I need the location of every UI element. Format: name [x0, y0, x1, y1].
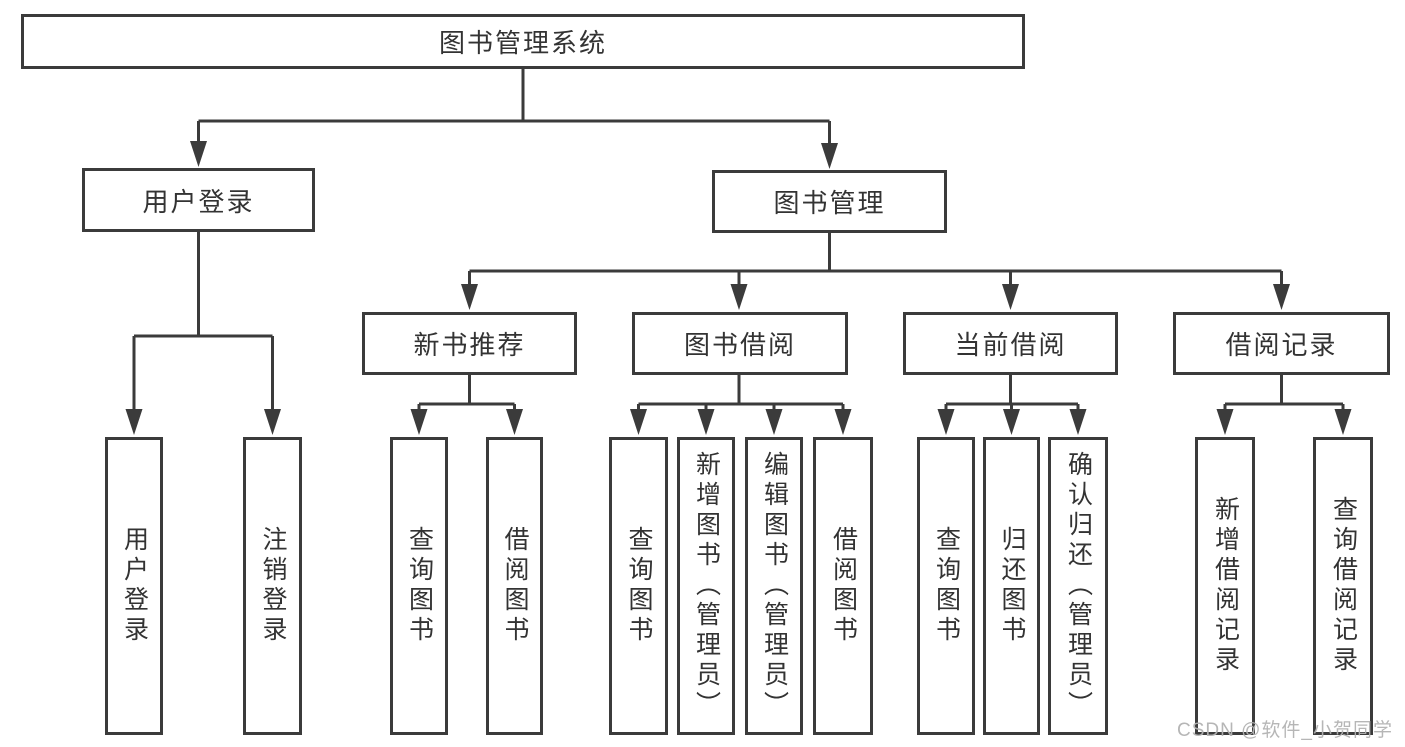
- node-current-borrowing: 当前借阅: [903, 312, 1118, 375]
- leaf-records-query-borrow-record: 查询借阅记录: [1313, 437, 1373, 735]
- node-borrowing-records-label: 借阅记录: [1225, 330, 1338, 360]
- leaf-borrow-borrow-books: 借阅图书: [813, 437, 873, 735]
- leaf-logout: 注销登录: [243, 437, 302, 735]
- leaf-current-query-books: 查询图书: [917, 437, 975, 735]
- node-user-login-label: 用户登录: [142, 186, 255, 217]
- node-book-management-label: 图书管理: [773, 188, 886, 218]
- node-new-book-recommendation: 新书推荐: [362, 312, 577, 375]
- leaf-borrow-query-books: 查询图书: [609, 437, 668, 735]
- node-book-management: 图书管理: [712, 170, 947, 233]
- node-borrowing-records: 借阅记录: [1173, 312, 1390, 375]
- leaf-borrow-edit-book-admin: 编辑图书（管理员）: [745, 437, 803, 735]
- leaf-borrow-query-books-label: 查询图书: [625, 526, 653, 646]
- node-book-borrowing-label: 图书借阅: [683, 330, 796, 360]
- leaf-newbooks-borrow-books-label: 借阅图书: [501, 526, 529, 646]
- node-book-borrowing: 图书借阅: [632, 312, 848, 375]
- leaf-borrow-borrow-books-label: 借阅图书: [829, 526, 858, 646]
- leaf-current-return-books: 归还图书: [983, 437, 1040, 735]
- node-user-login: 用户登录: [82, 168, 315, 232]
- leaf-records-add-borrow-record-label: 新增借阅记录: [1211, 496, 1240, 676]
- node-new-book-recommendation-label: 新书推荐: [413, 330, 526, 360]
- node-current-borrowing-label: 当前借阅: [954, 330, 1067, 360]
- leaf-records-add-borrow-record: 新增借阅记录: [1195, 437, 1255, 735]
- leaf-borrow-add-book-admin-label: 新增图书（管理员）: [692, 451, 721, 721]
- leaf-logout-label: 注销登录: [259, 526, 287, 646]
- node-system-root: 图书管理系统: [21, 14, 1025, 69]
- leaf-newbooks-query-books: 查询图书: [390, 437, 448, 735]
- node-system-root-label: 图书管理系统: [438, 28, 607, 58]
- leaf-current-confirm-return-admin-label: 确认归还（管理员）: [1064, 451, 1093, 721]
- leaf-current-query-books-label: 查询图书: [932, 526, 961, 646]
- leaf-newbooks-borrow-books: 借阅图书: [486, 437, 543, 735]
- csdn-watermark: CSDN @软件_小贺同学: [1177, 720, 1393, 741]
- leaf-user-login: 用户登录: [105, 437, 163, 735]
- leaf-user-login-label: 用户登录: [120, 526, 149, 646]
- leaf-borrow-edit-book-admin-label: 编辑图书（管理员）: [760, 451, 789, 721]
- leaf-current-return-books-label: 归还图书: [998, 526, 1026, 646]
- leaf-newbooks-query-books-label: 查询图书: [405, 526, 434, 646]
- leaf-current-confirm-return-admin: 确认归还（管理员）: [1048, 437, 1108, 735]
- leaf-borrow-add-book-admin: 新增图书（管理员）: [677, 437, 735, 735]
- leaf-records-query-borrow-record-label: 查询借阅记录: [1329, 496, 1358, 676]
